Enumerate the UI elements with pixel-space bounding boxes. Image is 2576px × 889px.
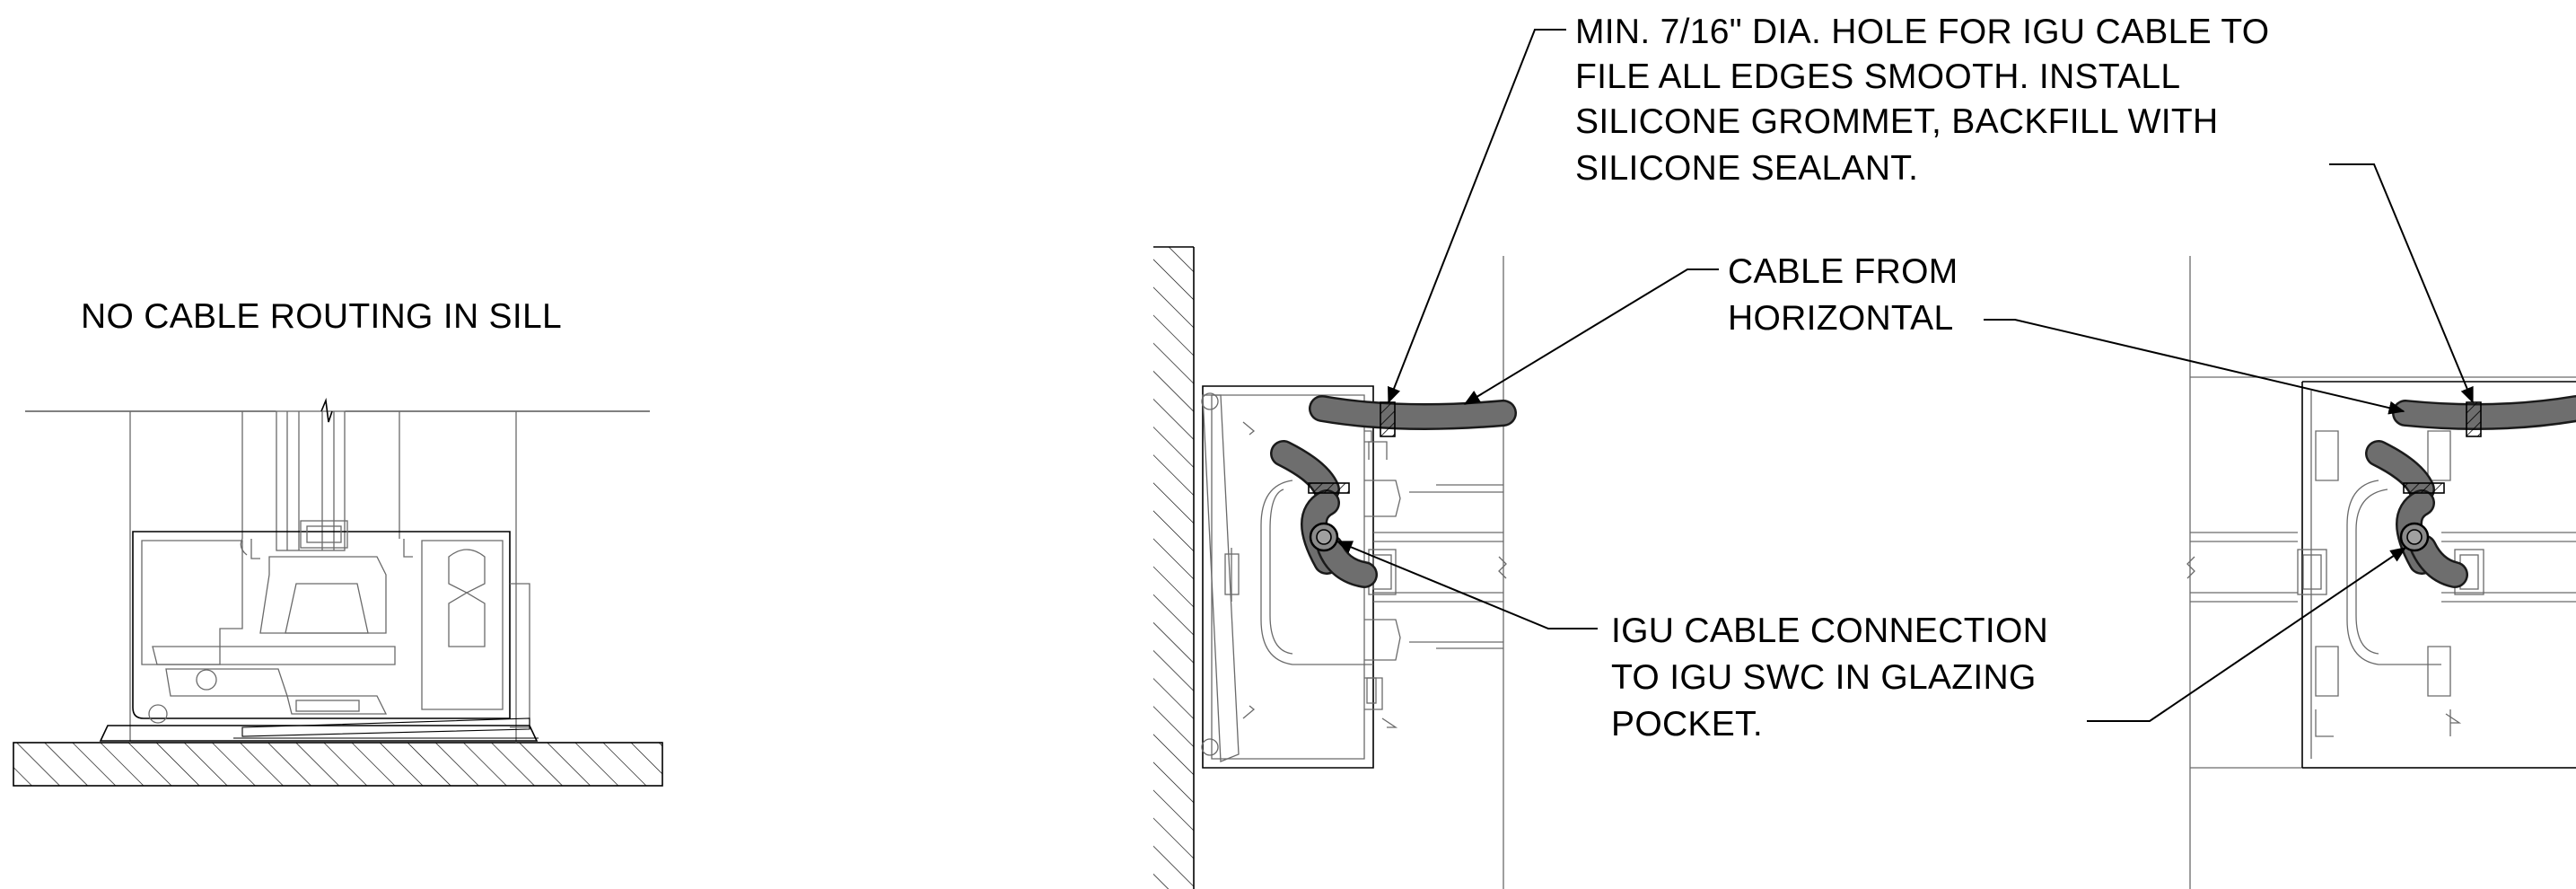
igu-connection-note: IGU CABLE CONNECTION TO IGU SWC IN GLAZI… (1611, 612, 2048, 744)
cable-from-note: CABLE FROM HORIZONTAL (1728, 252, 1958, 338)
igu-note-line-3: POCKET. (1611, 705, 1763, 744)
hole-note-line-3: SILICONE GROMMET, BACKFILL WITH (1575, 102, 2218, 141)
hole-note-line-4: SILICONE SEALANT. (1575, 149, 1918, 188)
hole-note: MIN. 7/16" DIA. HOLE FOR IGU CABLE TO FI… (1575, 13, 2269, 188)
igu-note-line-2: TO IGU SWC IN GLAZING (1611, 658, 2037, 697)
hole-note-line-2: FILE ALL EDGES SMOOTH. INSTALL (1575, 57, 2180, 96)
cable-from-note-line-1: CABLE FROM (1728, 252, 1958, 291)
floor-hatch (13, 742, 663, 787)
jamb-detail (1153, 246, 2576, 889)
wall-hatch (1153, 247, 1194, 889)
igu-note-line-1: IGU CABLE CONNECTION (1611, 612, 2048, 650)
leader-lines (1336, 29, 2474, 722)
sill-detail: NO CABLE ROUTING IN SILL (13, 297, 663, 787)
sill-note: NO CABLE ROUTING IN SILL (81, 297, 562, 336)
hole-note-line-1: MIN. 7/16" DIA. HOLE FOR IGU CABLE TO (1575, 13, 2269, 51)
cable-from-note-line-2: HORIZONTAL (1728, 299, 1953, 338)
